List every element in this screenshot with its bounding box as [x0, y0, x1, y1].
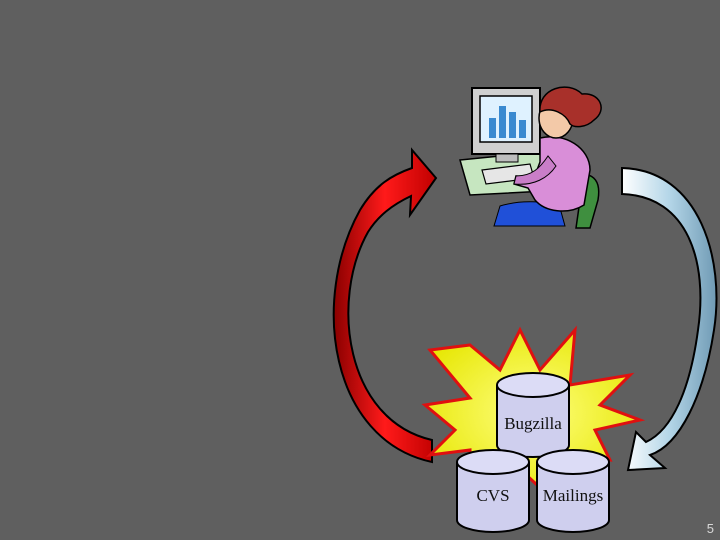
database-cvs	[456, 449, 530, 533]
database-label-mailings: Mailings	[542, 486, 604, 505]
red-curved-arrow	[332, 147, 438, 464]
page-number: 5	[706, 521, 714, 536]
person-at-computer-icon	[459, 86, 602, 229]
light-blue-curved-arrow	[621, 166, 718, 472]
database-label-bugzilla: Bugzilla	[504, 414, 562, 433]
database-label-cvs: CVS	[476, 486, 510, 505]
database-bugzilla	[496, 372, 570, 458]
database-mailings	[536, 449, 610, 533]
